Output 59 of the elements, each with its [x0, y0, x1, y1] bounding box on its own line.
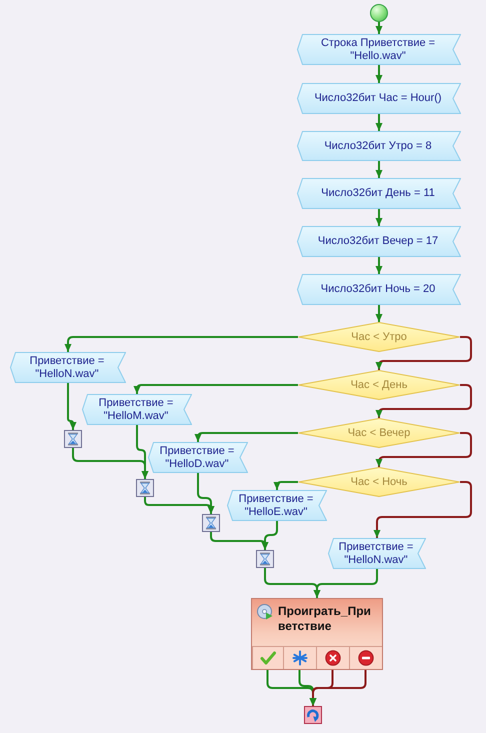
block-text: Число32бит Утро = 8	[324, 140, 432, 152]
assignment-block	[328, 538, 426, 569]
assignment-block	[297, 83, 461, 114]
decision-diamond	[298, 418, 460, 448]
condition-text: Час < День	[350, 378, 408, 392]
condition-text: Час < Ночь	[350, 476, 408, 488]
block-title: Проиграть_Приветствие	[278, 604, 372, 634]
flow-arrow	[376, 114, 382, 131]
assignment-block	[297, 178, 461, 209]
flow-arrow	[67, 383, 76, 430]
flow-arrow	[197, 473, 214, 514]
block-text: Число32бит Час = Hour()	[314, 92, 442, 105]
flow-arrow	[376, 209, 382, 226]
decision-diamond	[298, 370, 460, 400]
outcome-cell	[283, 646, 316, 669]
assignment-block	[10, 352, 126, 383]
flow-arrow	[136, 425, 148, 479]
flow-arrow	[376, 336, 472, 370]
flow-arrow	[194, 432, 298, 442]
decision-diamond	[298, 322, 460, 352]
hourglass-icon	[136, 479, 154, 497]
flow-arrow	[274, 481, 298, 490]
flow-arrow	[376, 65, 382, 83]
flow-arrow	[376, 432, 472, 467]
assignment-block	[297, 274, 461, 305]
assignment-block	[82, 394, 192, 425]
flow-arrow	[64, 336, 298, 352]
flow-arrow	[374, 481, 472, 538]
block-text: Приветствие = "HelloE.wav"	[238, 492, 314, 518]
block-text: Число32бит День = 11	[321, 187, 435, 200]
assignment-block	[297, 226, 461, 257]
outcome-cell	[349, 646, 382, 669]
block-text: Приветствие = "HelloN.wav"	[28, 354, 106, 380]
condition-text: Час < Утро	[351, 330, 407, 344]
block-text: Строка Приветствие = "Hello.wav"	[320, 36, 436, 62]
flow-arrow	[376, 305, 382, 322]
outcome-cell	[252, 646, 283, 669]
flow-arrow	[376, 161, 382, 178]
flow-arrow	[376, 22, 382, 34]
assignment-block	[297, 131, 461, 161]
hourglass-icon	[256, 550, 274, 568]
flow-arrow	[376, 384, 472, 418]
flow-arrow	[262, 521, 278, 550]
block-text: Приветствие = "HelloN.wav"	[338, 540, 414, 566]
flow-arrow	[376, 257, 382, 274]
assignment-block	[227, 490, 327, 521]
block-text: Приветствие = "HelloD.wav"	[158, 444, 236, 470]
assignment-block	[148, 442, 248, 473]
block-text: Число32бит Ночь = 20	[320, 283, 436, 296]
flow-arrow	[134, 384, 298, 394]
action-block	[251, 598, 383, 670]
block-text: Число32бит Вечер = 17	[318, 235, 438, 248]
condition-text: Час < Вечер	[348, 426, 410, 440]
flow-arrow	[310, 669, 366, 706]
block-text: Приветствие = "HelloM.wav"	[98, 396, 174, 422]
outcome-cell	[316, 646, 349, 669]
hourglass-icon	[64, 430, 82, 448]
hourglass-icon	[202, 514, 220, 532]
assignment-block	[297, 34, 461, 65]
